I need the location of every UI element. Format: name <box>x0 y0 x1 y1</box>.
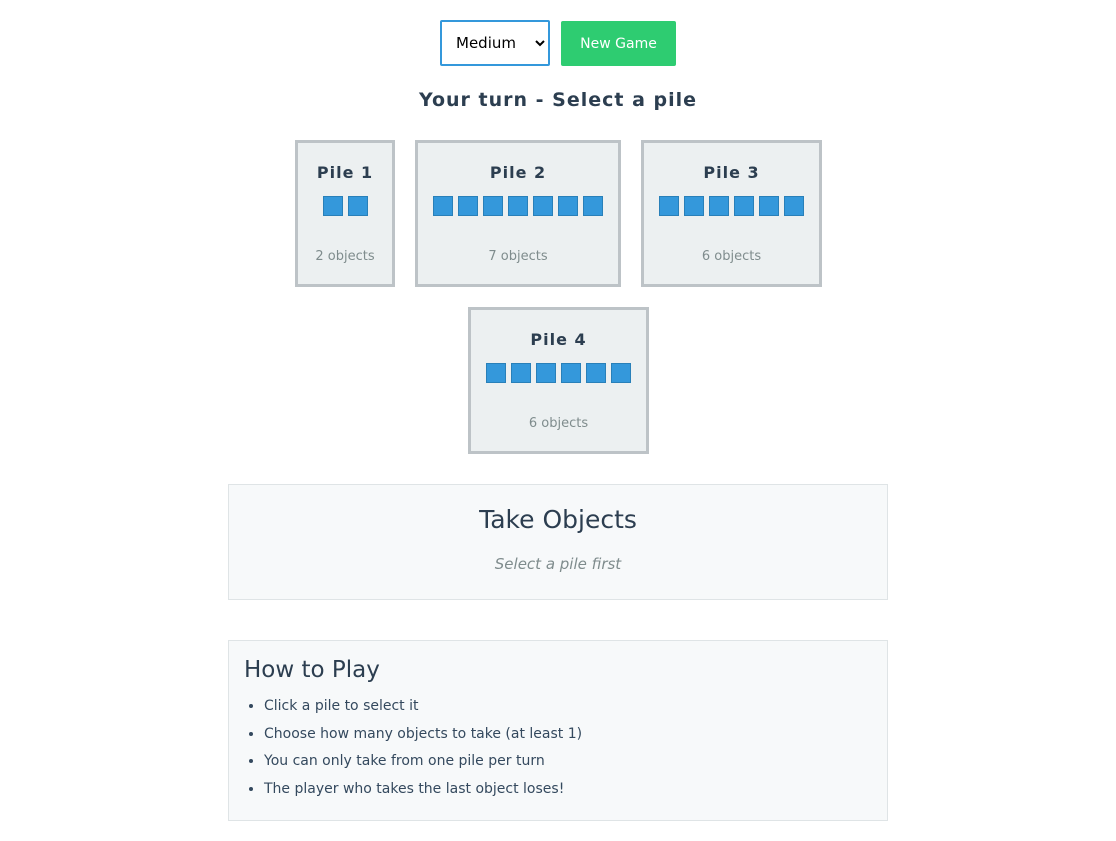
pile-object <box>784 196 804 216</box>
pile-objects <box>644 196 819 216</box>
take-objects-panel: Take Objects Select a pile first <box>228 484 888 600</box>
rules-list: Click a pile to select it Choose how man… <box>244 693 582 803</box>
pile-object <box>433 196 453 216</box>
pile-object <box>759 196 779 216</box>
pile-object <box>709 196 729 216</box>
take-objects-hint: Select a pile first <box>494 555 622 573</box>
pile-object <box>458 196 478 216</box>
pile-object <box>347 196 368 216</box>
pile-object <box>611 363 631 383</box>
pile-3[interactable]: Pile 3 6 objects <box>641 140 822 287</box>
pile-object <box>536 363 556 383</box>
pile-1[interactable]: Pile 1 2 objects <box>295 140 395 287</box>
pile-title: Pile 3 <box>703 163 760 182</box>
pile-objects <box>471 363 646 383</box>
difficulty-select[interactable]: Medium <box>440 20 550 66</box>
pile-count: 7 objects <box>488 249 548 264</box>
pile-object <box>508 196 528 216</box>
pile-count: 6 objects <box>701 249 762 264</box>
pile-title: Pile 4 <box>530 330 587 349</box>
pile-object <box>558 196 578 216</box>
pile-title: Pile 1 <box>316 163 374 182</box>
how-to-play-panel: How to Play Click a pile to select it Ch… <box>228 640 888 821</box>
how-to-play-title: How to Play <box>244 657 380 683</box>
rule-item: You can only take from one pile per turn <box>264 748 582 776</box>
pile-4[interactable]: Pile 4 6 objects <box>468 307 649 454</box>
pile-object <box>483 196 503 216</box>
rule-item: Choose how many objects to take (at leas… <box>264 721 582 749</box>
rule-item: The player who takes the last object los… <box>264 776 582 804</box>
pile-object <box>511 363 531 383</box>
pile-object <box>586 363 606 383</box>
pile-object <box>734 196 754 216</box>
take-objects-title: Take Objects <box>479 505 637 534</box>
pile-title: Pile 2 <box>489 163 547 182</box>
pile-object <box>684 196 704 216</box>
pile-object <box>533 196 553 216</box>
pile-count: 6 objects <box>528 416 589 431</box>
pile-object <box>486 363 506 383</box>
rule-item: Click a pile to select it <box>264 693 582 721</box>
pile-object <box>659 196 679 216</box>
new-game-button[interactable]: New Game <box>561 21 676 66</box>
pile-object <box>322 196 343 216</box>
pile-object <box>561 363 581 383</box>
pile-object <box>583 196 603 216</box>
pile-count: 2 objects <box>315 249 375 264</box>
pile-objects <box>418 196 618 216</box>
pile-2[interactable]: Pile 2 7 objects <box>415 140 621 287</box>
game-controls: Medium New Game <box>0 20 1116 66</box>
pile-objects <box>298 196 392 216</box>
turn-status: Your turn - Select a pile <box>418 89 698 111</box>
